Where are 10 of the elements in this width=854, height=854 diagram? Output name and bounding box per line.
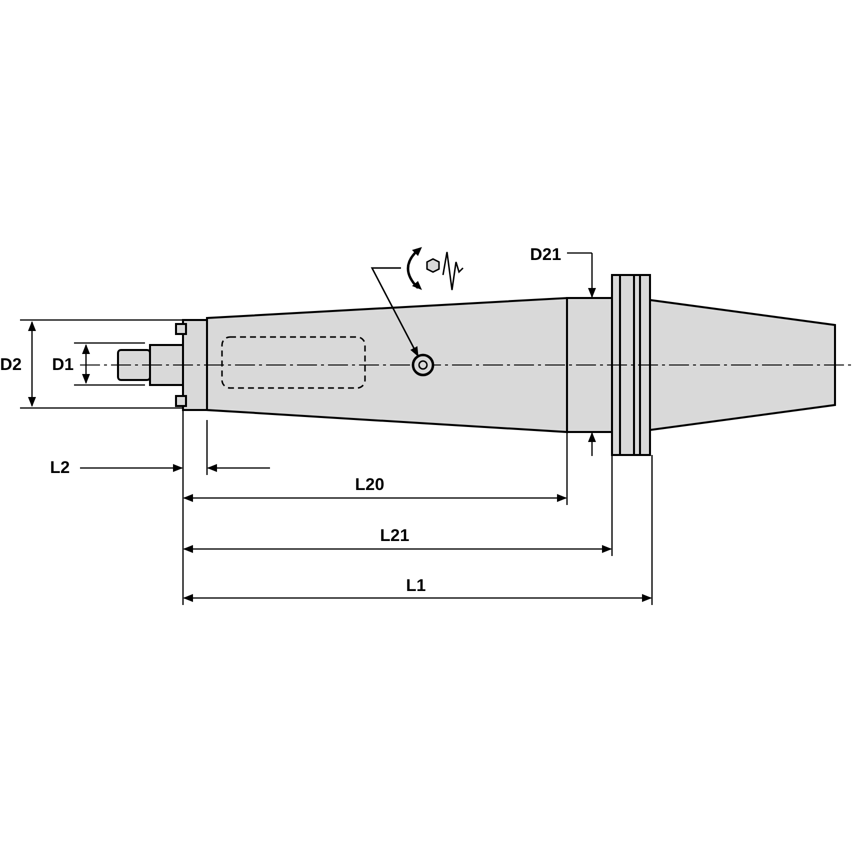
screw-hole <box>412 354 434 376</box>
dimension-label: L20 <box>355 475 384 495</box>
dimension-label: L1 <box>406 576 426 596</box>
dimension-label: D21 <box>530 245 562 265</box>
dimension-label: L2 <box>50 458 70 478</box>
dimension-label: D1 <box>52 355 74 375</box>
dimension-label: L21 <box>380 526 410 546</box>
leader-line <box>370 267 419 357</box>
balance-symbol-icon <box>406 247 464 291</box>
dimension-label: D2 <box>0 355 22 375</box>
